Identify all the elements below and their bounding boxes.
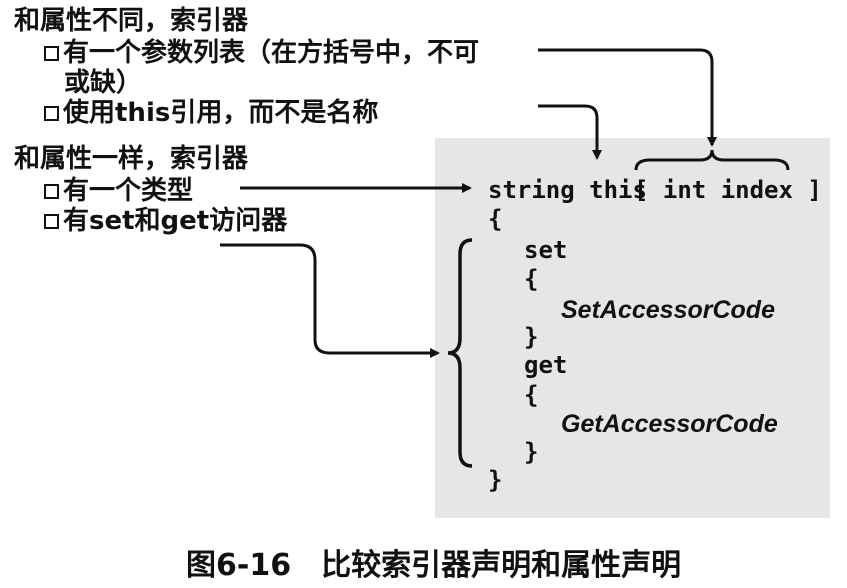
code-set-keyword: set <box>524 236 568 264</box>
bullet-this-reference-text: 使用this引用，而不是名称 <box>63 98 379 128</box>
code-get-open-brace: { <box>524 381 539 409</box>
code-get-close-brace: } <box>524 438 539 466</box>
arrow-parameter-list <box>538 48 717 147</box>
brace-parameter-list <box>634 149 790 171</box>
bullet-this-reference: 使用this引用，而不是名称 <box>44 98 378 128</box>
figure-caption-text: 比较索引器声明和属性声明 <box>321 548 682 583</box>
code-open-brace: { <box>488 205 503 233</box>
bullet-has-type: 有一个类型 <box>44 176 193 206</box>
bullet-set-get-accessors: 有set和get访问器 <box>44 206 287 236</box>
figure-caption: 图6-16 比较索引器声明和属性声明 <box>186 540 681 584</box>
code-set-body: SetAccessorCode <box>561 296 775 324</box>
code-close-brace: } <box>488 466 503 494</box>
checkbox-bullet-icon <box>44 183 59 199</box>
code-get-body: GetAccessorCode <box>561 410 778 438</box>
code-panel <box>435 138 830 518</box>
bullet-parameter-list-continuation: 或缺） <box>64 68 143 98</box>
bullet-set-get-accessors-text: 有set和get访问器 <box>63 206 288 236</box>
code-set-open-brace: { <box>524 265 539 293</box>
code-set-close-brace: } <box>524 323 539 351</box>
arrow-set-get-accessors <box>220 243 440 358</box>
arrow-this-reference <box>538 104 602 160</box>
bullet-parameter-list-text: 有一个参数列表（在方括号中，不可 <box>63 38 480 68</box>
heading-unlike-property: 和属性不同，索引器 <box>14 6 249 36</box>
checkbox-bullet-icon <box>44 45 59 61</box>
code-get-keyword: get <box>524 351 568 379</box>
checkbox-bullet-icon <box>44 105 59 121</box>
brace-accessors <box>447 238 473 468</box>
code-decl-parameter: [ int index ] <box>634 176 822 204</box>
bullet-parameter-list: 有一个参数列表（在方括号中，不可 <box>44 38 479 68</box>
bullet-has-type-text: 有一个类型 <box>63 176 194 206</box>
figure-number: 图6-16 <box>186 548 292 583</box>
code-decl-return-type: string this <box>488 176 647 204</box>
checkbox-bullet-icon <box>44 213 59 229</box>
heading-like-property: 和属性一样，索引器 <box>14 144 249 174</box>
